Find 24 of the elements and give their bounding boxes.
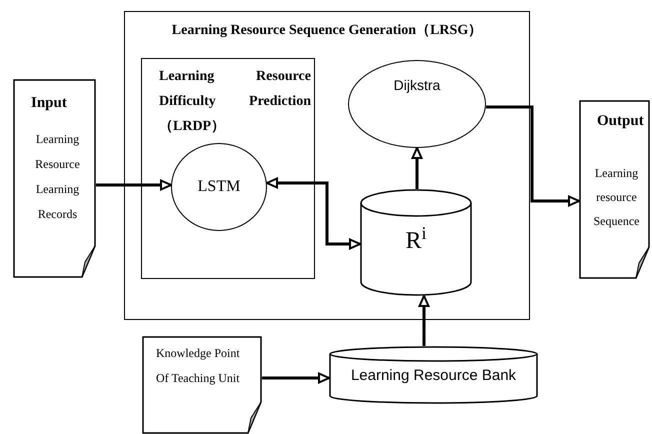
arrow — [262, 372, 330, 384]
node-label: LSTM — [198, 178, 240, 195]
document-text: Learning Resource Learning Records — [35, 132, 80, 220]
node-label: Learning Resource Bank — [350, 367, 516, 384]
document-text: Learning resource Sequence — [594, 166, 640, 228]
document-shape — [579, 100, 650, 279]
arrow — [412, 147, 422, 189]
group-title: Learning Resource Difficulty Prediction（LRDP） — [159, 69, 311, 134]
document-shape — [13, 79, 96, 278]
document-heading: Input — [31, 95, 67, 111]
document-heading: Output — [597, 113, 644, 129]
database-cylinder — [329, 346, 538, 404]
document-text: Knowledge Point Of Teaching Unit — [156, 346, 240, 385]
group-box — [141, 58, 315, 279]
arrow — [266, 178, 361, 250]
node-label: Dijkstra — [394, 77, 440, 93]
database-cylinder — [360, 189, 472, 296]
arrow — [486, 106, 580, 206]
document-shape — [142, 336, 262, 434]
arrow — [96, 180, 172, 190]
group-title: Learning Resource Sequence Generation（LRSG） — [172, 23, 482, 38]
arrow — [418, 295, 430, 346]
group-box — [124, 11, 530, 320]
node-label: R$^{i}$ — [405, 228, 427, 254]
